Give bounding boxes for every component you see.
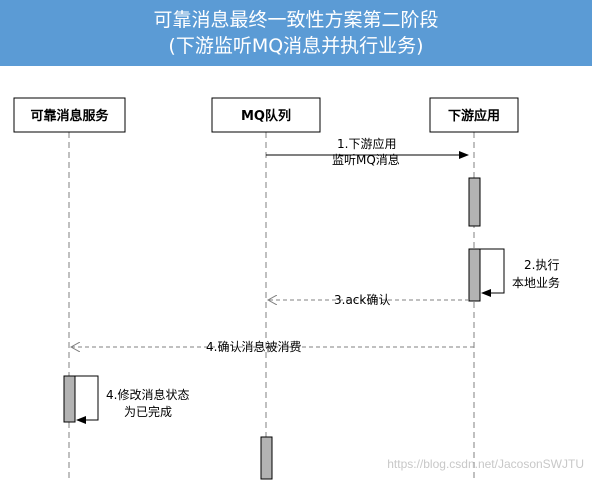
participant-reliable-service-label: 可靠消息服务: [30, 108, 109, 124]
message-label-step3: 3.ack确认: [334, 293, 390, 307]
message-arrow-step2: [480, 248, 505, 297]
message-label-step2-line1: 2.执行: [524, 258, 559, 272]
participant-mq-queue: MQ队列: [211, 97, 321, 133]
diagram-subtitle: (下游监听MQ消息并执行业务): [168, 35, 424, 57]
activation-bar-downstream-2: [468, 248, 481, 302]
message-label-step4b-line2: 为已完成: [124, 404, 172, 419]
message-label-step2-line2: 本地业务: [512, 275, 560, 290]
message-arrow-step4b: [75, 375, 99, 424]
message-label-step1-line1: 1.下游应用: [337, 136, 396, 151]
message-label-step1-line2: 监听MQ消息: [332, 152, 400, 167]
activation-bar-mq-queue: [260, 436, 273, 480]
activation-bar-reliable-service: [63, 375, 76, 423]
participant-downstream-app: 下游应用: [429, 97, 519, 133]
message-label-step4a: 4.确认消息被消费: [206, 339, 301, 354]
participant-reliable-service: 可靠消息服务: [13, 97, 126, 133]
participant-downstream-app-label: 下游应用: [448, 108, 500, 124]
title-banner: 可靠消息最终一致性方案第二阶段 (下游监听MQ消息并执行业务): [0, 0, 592, 66]
watermark: https://blog.csdn.net/JacosonSWJTU: [387, 457, 584, 471]
activation-bar-downstream-1: [468, 177, 481, 227]
message-label-step4b-line1: 4.修改消息状态: [106, 387, 189, 402]
diagram-title: 可靠消息最终一致性方案第二阶段: [153, 9, 439, 31]
participant-mq-queue-label: MQ队列: [241, 108, 291, 124]
